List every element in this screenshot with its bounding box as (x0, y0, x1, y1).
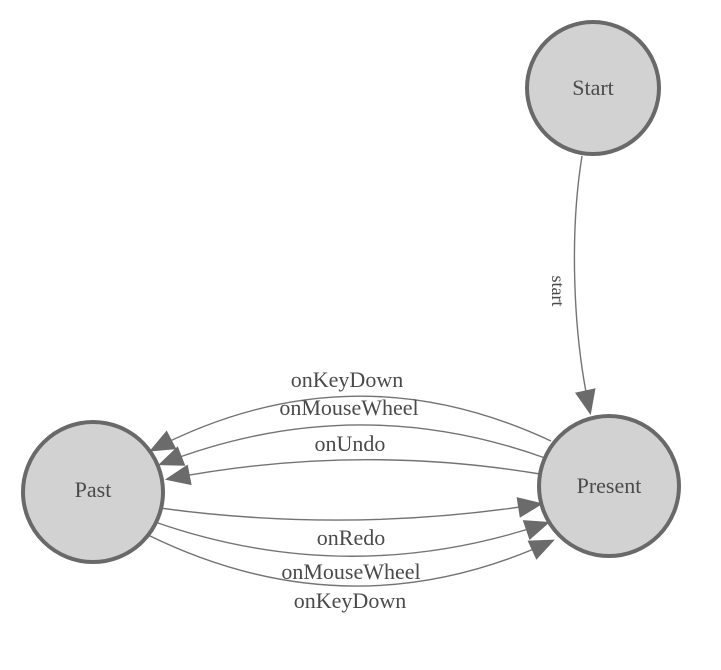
edge-present-to-past-keydown: onKeyDown (149, 367, 552, 452)
edge-line (573, 155, 596, 416)
node-past[interactable]: Past (21, 420, 165, 564)
node-past-circle[interactable] (21, 420, 165, 564)
edge-label-start: start (548, 276, 568, 307)
node-present-circle[interactable] (537, 414, 681, 558)
edge-line (147, 534, 555, 587)
edge-label-onmousewheel-bottom: onMouseWheel (281, 559, 420, 584)
edge-line (149, 395, 552, 452)
node-start[interactable]: Start (525, 20, 661, 156)
node-start-circle[interactable] (525, 20, 661, 156)
edge-past-to-present-mousewheel: onMouseWheel (154, 520, 550, 584)
edge-line (159, 497, 544, 521)
edge-start-to-present: start (548, 155, 596, 416)
edge-present-to-past-undo: onUndo (164, 431, 541, 486)
edge-label-onredo: onRedo (317, 525, 385, 550)
edge-line (158, 424, 546, 466)
node-present[interactable]: Present (537, 414, 681, 558)
node-past-label: Past (75, 477, 112, 502)
edge-label-onkeydown-bottom: onKeyDown (294, 588, 406, 613)
node-present-label: Present (577, 473, 642, 498)
edge-label-onmousewheel-top: onMouseWheel (279, 395, 418, 420)
edge-past-to-present-redo: onRedo (159, 497, 544, 550)
edge-past-to-present-keydown: onKeyDown (147, 534, 555, 613)
edge-label-onkeydown-top: onKeyDown (291, 367, 403, 392)
edge-line (164, 458, 541, 486)
edge-line (154, 520, 550, 557)
node-start-label: Start (572, 75, 614, 100)
edge-present-to-past-mousewheel: onMouseWheel (158, 395, 546, 466)
edge-label-onundo: onUndo (315, 431, 386, 456)
